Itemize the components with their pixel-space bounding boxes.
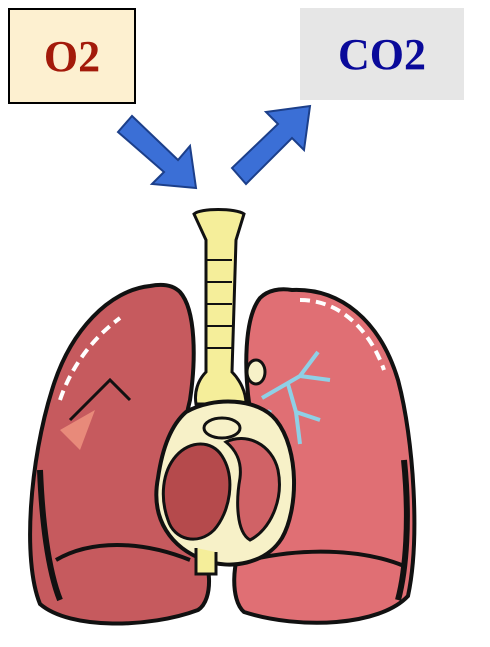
arrow-down-right-icon [118, 116, 196, 188]
arrow-up-right-icon [232, 106, 310, 184]
lungs-heart-illustration [30, 210, 414, 624]
